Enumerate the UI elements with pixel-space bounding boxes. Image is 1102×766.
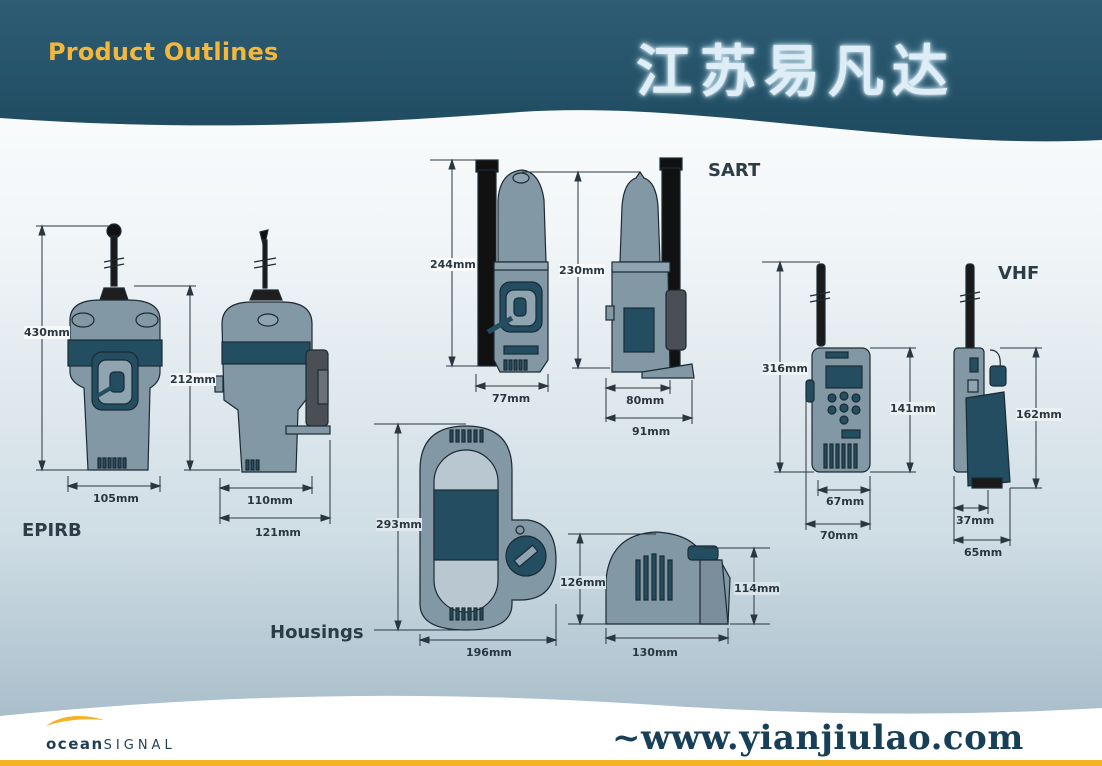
housing-front-device xyxy=(419,425,557,631)
dim-label: 430mm xyxy=(24,326,70,339)
section-label-vhf: VHF xyxy=(998,263,1040,284)
section-label-epirb: EPIRB xyxy=(22,520,82,541)
section-label-housings: Housings xyxy=(270,622,364,643)
dim-label: 121mm xyxy=(255,526,301,539)
oceansignal-wave-icon xyxy=(46,716,104,726)
dim-label: 77mm xyxy=(492,392,531,405)
brand-light: SIGNAL xyxy=(103,738,176,753)
dim-label: 110mm xyxy=(247,494,293,507)
dim-label: 126mm xyxy=(560,576,606,589)
dim-label: 244mm xyxy=(430,258,476,271)
dim-label: 293mm xyxy=(376,518,422,531)
epirb-front-device xyxy=(67,223,163,471)
company-logo-text: 江苏易凡达 xyxy=(636,39,956,105)
vhf-front-device xyxy=(805,263,871,473)
dim-label: 196mm xyxy=(466,646,512,659)
dim-label: 80mm xyxy=(626,394,665,407)
dimension-lines xyxy=(36,158,1042,646)
oceansignal-logo: oceanSIGNAL xyxy=(46,734,176,753)
housing-side-device xyxy=(605,531,731,625)
dim-label: 141mm xyxy=(890,402,936,415)
epirb-side-device xyxy=(214,229,331,473)
dim-label: 162mm xyxy=(1016,408,1062,421)
dim-label: 130mm xyxy=(632,646,678,659)
brand-bold: ocean xyxy=(46,735,104,753)
dim-label: 65mm xyxy=(964,546,1003,559)
dim-label: 316mm xyxy=(762,362,808,375)
watermark-url: ~www.yianjiulao.com xyxy=(612,718,1024,758)
dim-label: 67mm xyxy=(826,495,865,508)
dim-label: 37mm xyxy=(956,514,995,527)
vhf-side-device xyxy=(953,263,1011,489)
section-label-sart: SART xyxy=(708,160,761,181)
dim-label: 105mm xyxy=(93,492,139,505)
dim-label: 212mm xyxy=(170,373,216,386)
footer-band xyxy=(0,695,1102,766)
sart-side-device xyxy=(605,157,695,379)
dim-label: 70mm xyxy=(820,529,859,542)
sart-front-device xyxy=(475,159,549,373)
dim-label: 230mm xyxy=(559,264,605,277)
footer-accent-strip xyxy=(0,760,1102,766)
page-title: Product Outlines xyxy=(48,38,279,66)
dim-label: 114mm xyxy=(734,582,780,595)
header-band xyxy=(0,0,1102,142)
dim-label: 91mm xyxy=(632,425,671,438)
